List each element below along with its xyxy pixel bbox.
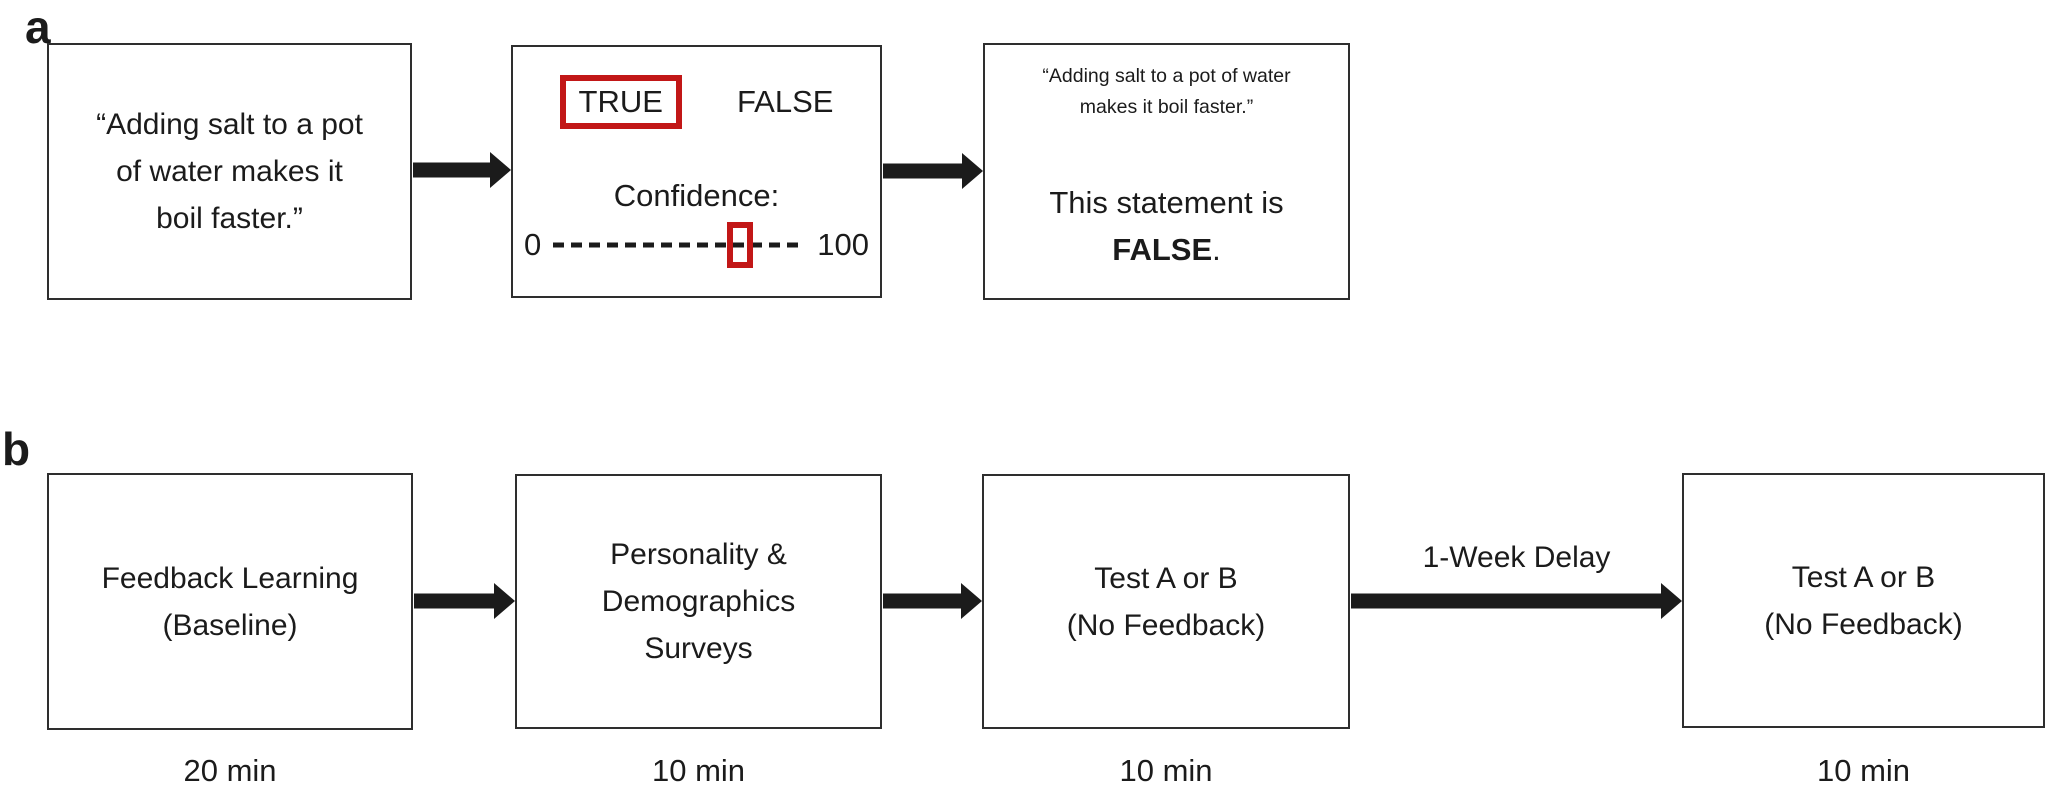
stage-title-line: Test A or B <box>1791 560 1936 594</box>
arrow-head <box>1661 583 1682 619</box>
stage-duration: 10 min <box>651 753 746 788</box>
feedback-statement: “Adding salt to a pot of water makes it … <box>985 61 1348 123</box>
arrow-head <box>490 152 511 188</box>
flow-arrow-icon <box>414 581 515 621</box>
feedback-statement-line: “Adding salt to a pot of water <box>1042 65 1291 87</box>
stage-box-feedback-learning: Feedback Learning (Baseline) <box>47 473 413 730</box>
feedback-statement-line: makes it boil faster.” <box>1079 96 1254 118</box>
arrow-head <box>494 583 515 619</box>
flow-arrow-icon <box>883 151 983 191</box>
delay-label: 1-Week Delay <box>1422 541 1611 574</box>
stage-duration: 10 min <box>1119 753 1213 788</box>
flow-arrow-icon <box>413 150 511 190</box>
stage-title-line: Personality & <box>610 538 787 571</box>
stage-title-line: Test A or B <box>1094 561 1238 595</box>
arrow-shaft <box>1351 593 1664 609</box>
stage-duration: 20 min <box>183 753 277 788</box>
arrow-shaft <box>414 593 497 609</box>
stage-title-line: (Baseline) <box>162 608 298 642</box>
stage-title-line: (No Feedback) <box>1764 607 1963 641</box>
feedback-result-period: . <box>1212 232 1221 267</box>
scale-max-label: 100 <box>817 227 869 262</box>
stage-title-line: Demographics <box>601 585 796 618</box>
arrow-shaft <box>883 593 964 609</box>
feedback-box: “Adding salt to a pot of water makes it … <box>983 43 1350 300</box>
trivia-statement-line: of water makes it <box>116 155 343 188</box>
confidence-scale-track <box>553 219 806 271</box>
false-option: FALSE <box>736 84 834 119</box>
true-option-selected: TRUE <box>559 75 682 129</box>
trivia-statement-box: “Adding salt to a pot of water makes it … <box>47 43 412 300</box>
arrow-head <box>962 153 983 189</box>
stage-duration: 10 min <box>1816 753 1911 788</box>
confidence-marker <box>726 222 753 268</box>
response-box: TRUE FALSE Confidence: 0 100 <box>511 45 882 298</box>
delay-arrow-icon <box>1351 581 1682 621</box>
feedback-result-prefix: This statement is <box>1049 185 1284 220</box>
stage-title-line: Surveys <box>644 632 753 665</box>
arrow-head <box>961 583 982 619</box>
true-false-row: TRUE FALSE <box>513 75 880 129</box>
stage-title-line: Feedback Learning <box>101 561 359 595</box>
confidence-scale: 0 100 <box>513 219 880 271</box>
panel-b-label: b <box>2 423 31 475</box>
confidence-label: Confidence: <box>613 178 780 213</box>
arrow-shaft <box>883 163 965 179</box>
stage-title-line: (No Feedback) <box>1066 608 1266 642</box>
arrow-shaft <box>413 162 493 178</box>
stage-box-test-delayed: Test A or B (No Feedback) <box>1682 473 2045 728</box>
dashed-line <box>553 242 806 248</box>
panel-a-label: a <box>25 1 51 53</box>
stage-box-test-immediate: Test A or B (No Feedback) <box>982 474 1350 729</box>
stage-box-surveys: Personality & Demographics Surveys <box>515 474 882 729</box>
feedback-result: FALSE. <box>985 232 1348 268</box>
trivia-statement-line: boil faster.” <box>156 202 303 235</box>
scale-min-label: 0 <box>524 227 542 262</box>
feedback-result-word: FALSE <box>1112 232 1213 267</box>
trivia-statement-line: “Adding salt to a pot <box>96 108 363 141</box>
flow-arrow-icon <box>883 581 982 621</box>
